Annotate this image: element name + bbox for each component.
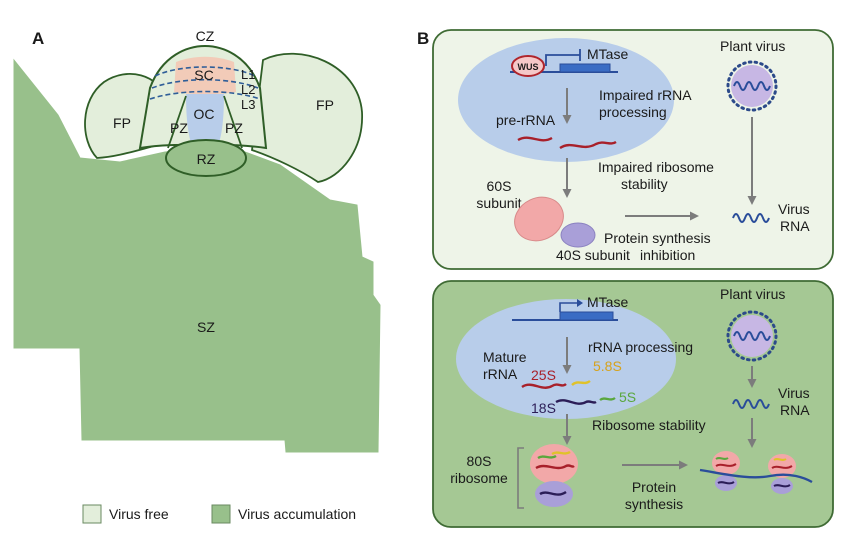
label-top-plant-virus: Plant virus (720, 38, 785, 54)
label-pre-rrna: pre-rRNA (496, 112, 556, 128)
rrna-18s (555, 399, 597, 405)
label-pz-left: PZ (170, 120, 188, 136)
label-25s: 25S (531, 367, 556, 383)
pre-rrna-strand-2 (559, 140, 617, 150)
label-bottom-virus-rna-2: RNA (780, 402, 810, 418)
layer-line-l3 (149, 90, 261, 100)
top-virus-rna-coil (733, 81, 771, 91)
label-80s-1: 80S (467, 453, 492, 469)
legend-label-free: Virus free (109, 506, 169, 522)
fp-right (251, 52, 363, 183)
label-top-virus-rna-1: Virus (778, 201, 810, 217)
polysome-1-large (712, 451, 740, 475)
bottom-virus-dots (726, 310, 778, 362)
legend-swatch-free (82, 504, 102, 524)
label-l2: L2 (241, 82, 255, 97)
legend-label-accumulation: Virus accumulation (238, 506, 356, 522)
label-5-8s: 5.8S (593, 358, 622, 374)
label-top-virus-rna-2: RNA (780, 218, 810, 234)
pz-divider-right (223, 95, 243, 149)
label-mature-2: rRNA (483, 366, 518, 382)
label-impaired-stability-1: Impaired ribosome (598, 159, 714, 175)
top-gene-box (559, 63, 611, 73)
label-synthesis-1: Protein (632, 479, 676, 495)
subunit-60s (514, 196, 564, 242)
panel-b-bottom: MTase rRNA processing Mature rRNA 25S 5.… (432, 280, 834, 528)
label-bottom-mtase: MTase (587, 294, 628, 310)
subunit-40s (560, 222, 596, 248)
panel-b: B WUS MTase Impaired rRNA processing pre… (417, 29, 834, 528)
label-inhibition-2: inhibition (640, 247, 695, 263)
label-5s: 5S (619, 389, 636, 405)
ribosome-80s-rrna-yellow (551, 450, 571, 456)
stem-cell-region (174, 56, 236, 95)
legend-swatch-accumulation (211, 504, 231, 524)
rrna-5-8s (571, 379, 591, 386)
label-fp-left: FP (113, 115, 131, 131)
label-wus: WUS (518, 62, 539, 72)
bottom-free-virus-rna (732, 399, 770, 409)
panel-b-top: WUS MTase Impaired rRNA processing pre-r… (432, 29, 834, 270)
label-impaired-stability-2: stability (621, 176, 668, 192)
label-impaired-processing-1: Impaired rRNA (599, 87, 692, 103)
wus-repression-icon (545, 49, 581, 66)
bottom-virus-rna-coil (733, 331, 771, 341)
wus-protein (511, 55, 545, 77)
polysome-2-rrna-yellow (773, 458, 787, 461)
panel-a-letter: A (32, 29, 44, 48)
viral-mrna-strand (699, 468, 813, 484)
polysome-1-rrna-green (715, 457, 729, 460)
label-60s-2: subunit (476, 195, 521, 211)
layer-line-l2 (151, 79, 259, 89)
polysome-2-rrna-dark (773, 484, 791, 488)
label-fp-right: FP (316, 97, 334, 113)
label-18s: 18S (531, 400, 556, 416)
panel-a: A CZ SC OC L1 L2 L3 PZ PZ FP FP RZ SZ (13, 28, 381, 524)
pz-divider-left (167, 95, 187, 149)
promoter-arrowhead-icon (577, 299, 583, 307)
ribosome-80s-rrna-dark (539, 490, 567, 496)
label-bottom-plant-virus: Plant virus (720, 286, 785, 302)
label-impaired-processing-2: processing (599, 104, 667, 120)
label-bottom-virus-rna-1: Virus (778, 385, 810, 401)
label-sz: SZ (197, 319, 215, 335)
ribosome-80s-rrna-red (535, 464, 575, 470)
polysome-2-rrna-red (771, 465, 793, 469)
panel-b-letter: B (417, 29, 429, 48)
polysome-1-rrna-red (715, 463, 737, 467)
ribosome-bracket (517, 447, 524, 509)
label-inhibition-1: Protein synthesis (604, 230, 711, 246)
polysome-1-rrna-dark (717, 481, 735, 485)
label-80s-2: ribosome (450, 470, 508, 486)
label-top-mtase: MTase (587, 46, 628, 62)
pre-rrna-strand-1 (517, 136, 553, 142)
label-synthesis-2: synthesis (625, 496, 683, 512)
bottom-gene-box (559, 311, 614, 321)
label-l1: L1 (241, 67, 255, 82)
organizing-center (186, 94, 224, 146)
ribosome-80s-large (530, 444, 578, 484)
label-rrna-processing: rRNA processing (588, 339, 693, 355)
label-mature-1: Mature (483, 349, 527, 365)
ribosome-80s-rrna-green (537, 454, 557, 460)
rrna-5s (599, 396, 616, 402)
label-pz-right: PZ (225, 120, 243, 136)
label-40s: 40S subunit (556, 247, 630, 263)
label-60s-1: 60S (487, 178, 512, 194)
top-virus-dots (726, 60, 778, 112)
label-oc: OC (194, 106, 215, 122)
label-sc: SC (194, 67, 213, 83)
stem-body (13, 58, 381, 453)
label-ribosome-stability: Ribosome stability (592, 417, 706, 433)
label-cz: CZ (196, 28, 215, 44)
layer-line-l1 (154, 66, 256, 77)
label-rz: RZ (197, 151, 216, 167)
rib-zone (165, 139, 247, 177)
promoter-arrow-icon (559, 302, 578, 312)
rrna-25s (521, 383, 567, 389)
top-free-virus-rna (732, 213, 770, 223)
label-l3: L3 (241, 97, 255, 112)
